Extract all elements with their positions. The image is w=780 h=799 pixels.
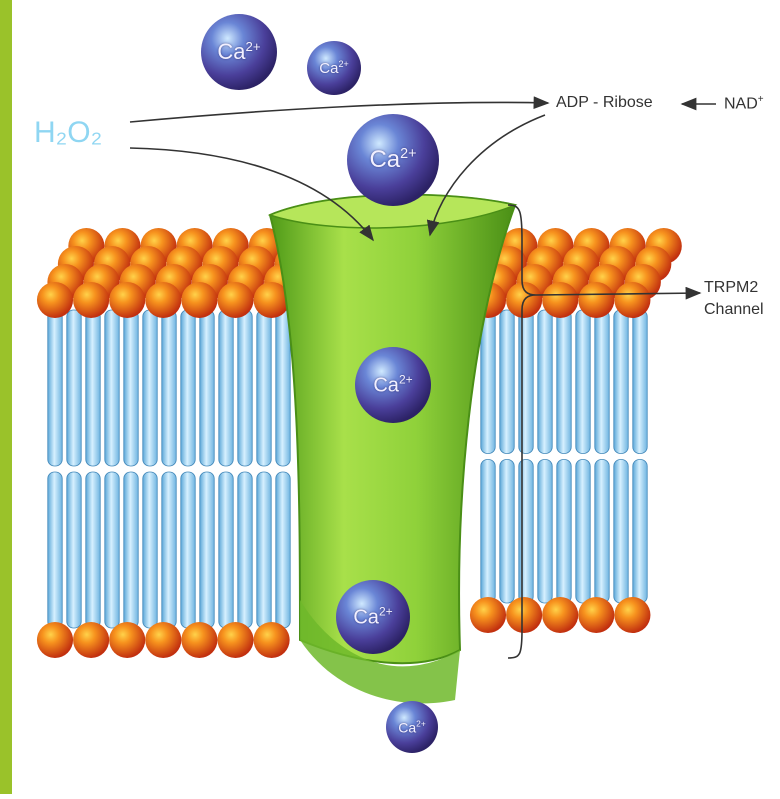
lipid-head [506, 597, 542, 633]
nad-text: NAD [724, 95, 758, 112]
lipid-tail [519, 310, 533, 454]
lipid-tail [200, 472, 214, 628]
lipid-head [109, 282, 145, 318]
lipid-tail [481, 310, 495, 454]
ion-symbol: Ca [369, 146, 400, 173]
lipid-tail [576, 310, 590, 454]
calcium-ion-label: Ca2+ [353, 605, 392, 630]
ion-charge: 2+ [379, 605, 393, 619]
lipid-tail [143, 472, 157, 628]
lipid-head [145, 282, 181, 318]
arrow-h2o2-to-adp [130, 102, 548, 122]
calcium-ion-label: Ca2+ [373, 373, 412, 398]
lipid-head [578, 282, 614, 318]
lipid-tail [181, 310, 195, 466]
lipid-tail [257, 310, 271, 466]
lipid-head [470, 597, 506, 633]
lipid-tail [105, 472, 119, 628]
lipid-tail [143, 310, 157, 466]
lipid-head [73, 622, 109, 658]
nad-charge: + [758, 94, 764, 105]
lipid-tail [238, 310, 252, 466]
lipid-head [217, 622, 253, 658]
lipid-head [254, 622, 290, 658]
lipid-head [145, 622, 181, 658]
lipid-head [181, 282, 217, 318]
lipid-tail [481, 460, 495, 604]
lipid-head [614, 597, 650, 633]
lipid-head [37, 282, 73, 318]
channel-label: Channel [704, 301, 764, 319]
nad-label: NAD+ [724, 94, 764, 113]
lipid-tail [557, 460, 571, 604]
adp-ribose-label: ADP - Ribose [556, 94, 653, 112]
lipid-tail [67, 310, 81, 466]
lipid-tail [181, 472, 195, 628]
side-bar [0, 0, 12, 794]
lipid-tail [67, 472, 81, 628]
lipid-tail [538, 460, 552, 604]
calcium-ion-label: Ca2+ [217, 39, 260, 65]
right-membrane [470, 228, 682, 633]
lipid-tail [614, 460, 628, 604]
lipid-tail [162, 310, 176, 466]
lipid-tail [595, 460, 609, 604]
lipid-tail [576, 460, 590, 604]
trpm2-label: TRPM2 [704, 279, 758, 297]
lipid-tail [257, 472, 271, 628]
ion-symbol: Ca [398, 719, 416, 735]
lipid-tail [276, 472, 290, 628]
lipid-tail [238, 472, 252, 628]
lipid-tail [48, 472, 62, 628]
calcium-ion-label: Ca2+ [369, 146, 416, 174]
lipid-head [542, 282, 578, 318]
lipid-head [614, 282, 650, 318]
lipid-tail [500, 460, 514, 604]
h2o2-label: H₂O₂ [34, 116, 102, 150]
lipid-tail [219, 472, 233, 628]
lipid-tail [276, 310, 290, 466]
lipid-tail [500, 310, 514, 454]
ion-symbol: Ca [319, 60, 338, 77]
left-membrane [37, 228, 321, 658]
ion-charge: 2+ [399, 373, 413, 387]
ion-charge: 2+ [416, 719, 426, 729]
lipid-tail [48, 310, 62, 466]
ion-symbol: Ca [353, 606, 379, 628]
ion-symbol: Ca [373, 374, 399, 396]
calcium-ion-label: Ca2+ [398, 719, 425, 736]
lipid-tail [105, 310, 119, 466]
lipid-head [109, 622, 145, 658]
lipid-tail [86, 472, 100, 628]
lipid-head [37, 622, 73, 658]
lipid-head [542, 597, 578, 633]
ion-charge: 2+ [338, 59, 348, 69]
lipid-tail [633, 460, 647, 604]
ion-symbol: Ca [217, 39, 245, 64]
lipid-head [181, 622, 217, 658]
lipid-tail [200, 310, 214, 466]
calcium-ion-label: Ca2+ [319, 59, 348, 77]
lipid-tail [162, 472, 176, 628]
lipid-tail [633, 310, 647, 454]
lipid-tail [538, 310, 552, 454]
lipid-tail [557, 310, 571, 454]
lipid-head [217, 282, 253, 318]
lipid-tail [124, 310, 138, 466]
lipid-tail [124, 472, 138, 628]
lipid-tail [614, 310, 628, 454]
lipid-tail [519, 460, 533, 604]
lipid-tail [595, 310, 609, 454]
lipid-tail [219, 310, 233, 466]
lipid-tail [86, 310, 100, 466]
ion-charge: 2+ [246, 39, 261, 54]
lipid-head [578, 597, 614, 633]
ion-charge: 2+ [400, 146, 416, 162]
lipid-head [73, 282, 109, 318]
